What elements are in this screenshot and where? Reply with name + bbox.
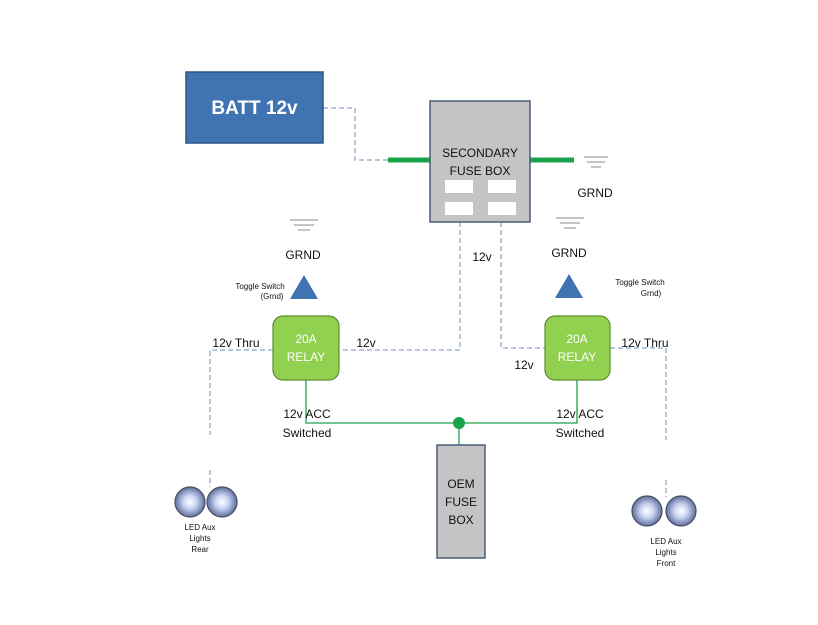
oem-fuse-box[interactable]: OEM FUSE BOX (436, 444, 486, 559)
wire-label-left-12v: 12v (356, 336, 375, 350)
led-light-icon (206, 486, 238, 518)
wire-label-left-switched: Switched (283, 426, 332, 440)
wire-fuse-to-right-relay (500, 222, 545, 349)
relay-right-label-2: RELAY (558, 350, 596, 364)
led-light-icon (174, 486, 206, 518)
relay-left-label-1: 20A (295, 332, 316, 346)
oem-fuse-box-label-3: BOX (448, 513, 473, 527)
secondary-fuse-box-label-1: SECONDARY (442, 146, 518, 160)
toggle-switch-icon (290, 275, 318, 299)
led-rear-label-1: LED Aux (184, 523, 215, 532)
relay-right[interactable]: 20A RELAY (544, 315, 611, 381)
oem-fuse-box-label-1: OEM (447, 477, 474, 491)
toggle-switch-left-label-1: Toggle Switch (235, 282, 284, 291)
led-front-label-3: Front (657, 559, 676, 568)
wire-label-fuse-12v: 12v (472, 250, 491, 264)
led-lights-front[interactable]: LED Aux Lights Front (631, 495, 697, 568)
wire-battery-to-fuse-box (323, 107, 388, 161)
relay-left-label-2: RELAY (287, 350, 325, 364)
ground-symbol-icon (290, 219, 318, 231)
fuse-slot (445, 180, 473, 193)
acc-wires (305, 380, 578, 445)
battery[interactable]: BATT 12v (185, 71, 324, 144)
secondary-fuse-box[interactable]: SECONDARY FUSE BOX (429, 100, 531, 223)
fuse-slot (488, 180, 516, 193)
wire-left-relay-to-rear-lights (209, 349, 273, 435)
fuse-slot (445, 202, 473, 215)
ground-label-left: GRND (285, 248, 321, 262)
relay-left[interactable]: 20A RELAY (272, 315, 340, 381)
toggle-switch-left-label-2: (Grnd) (260, 292, 283, 301)
toggle-switch-left[interactable]: Toggle Switch (Grnd) (235, 275, 318, 301)
toggle-switch-icon (555, 274, 583, 298)
led-rear-label-3: Rear (191, 545, 209, 554)
dashed-wires (209, 107, 667, 497)
fuse-slot (488, 202, 516, 215)
led-lights-rear[interactable]: LED Aux Lights Rear (174, 486, 238, 554)
ground-label-right: GRND (551, 246, 587, 260)
wire-label-left-acc: 12v ACC (283, 407, 331, 421)
wire-label-right-12v: 12v (514, 358, 533, 372)
oem-fuse-box-label-2: FUSE (445, 495, 477, 509)
led-front-label-1: LED Aux (650, 537, 681, 546)
ground-symbol-icon (584, 156, 608, 168)
wire-label-right-thru: 12v Thru (621, 336, 668, 350)
battery-label: BATT 12v (211, 98, 298, 119)
led-rear-label-2: Lights (189, 534, 210, 543)
wire-right-relay-to-front-lights (610, 347, 667, 440)
toggle-switch-right-label-2: Grnd) (641, 289, 662, 298)
wire-label-right-switched: Switched (556, 426, 605, 440)
ground-label-top-right: GRND (577, 186, 613, 200)
wire-label-right-acc: 12v ACC (556, 407, 604, 421)
led-light-icon (631, 495, 663, 527)
toggle-switch-right[interactable]: Toggle Switch Grnd) (555, 274, 665, 298)
led-light-icon (665, 495, 697, 527)
ground-symbol-icon (556, 217, 584, 229)
wire-label-left-thru: 12v Thru (212, 336, 259, 350)
toggle-switch-right-label-1: Toggle Switch (615, 278, 664, 287)
relay-right-label-1: 20A (566, 332, 587, 346)
led-front-label-2: Lights (655, 548, 676, 557)
acc-junction-dot (453, 417, 465, 429)
secondary-fuse-box-label-2: FUSE BOX (450, 164, 511, 178)
wire-fuse-to-left-relay (340, 222, 461, 351)
